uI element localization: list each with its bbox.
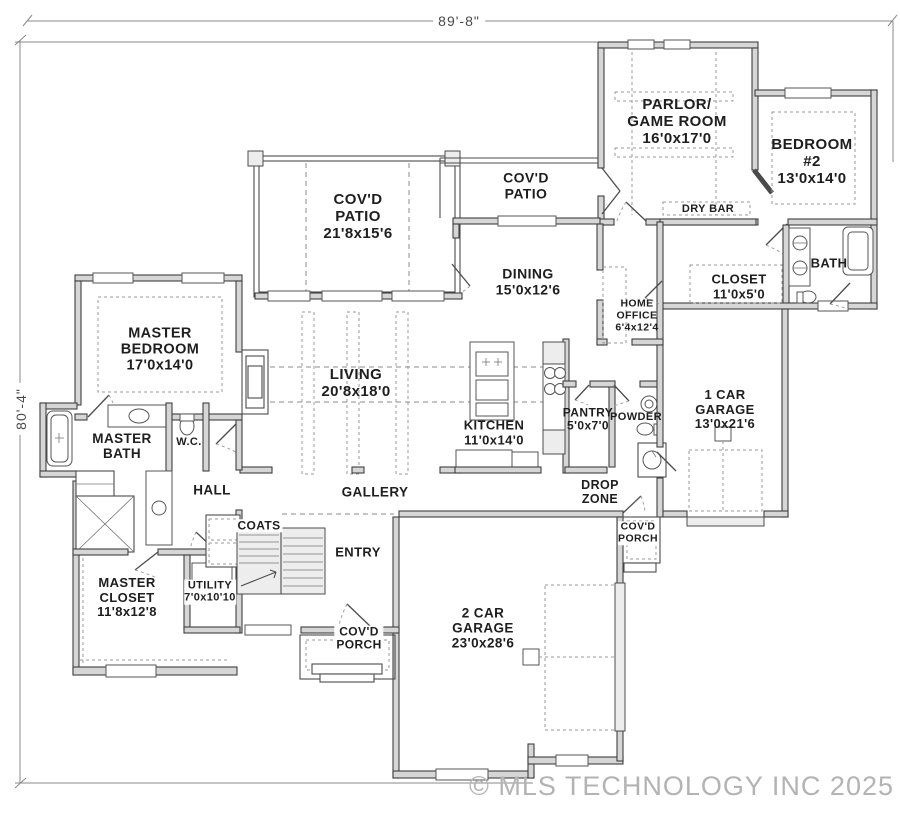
- room-label-bedroom-2: BEDROOM #2 13'0x14'0: [771, 135, 853, 187]
- room-label-covd-porch-front: COV'D PORCH: [334, 624, 384, 653]
- room-label-powder: POWDER: [610, 410, 662, 423]
- entry-walls: [244, 516, 400, 779]
- pantry-powder-walls: [562, 380, 663, 468]
- room-label-bath-2: BATH: [810, 255, 848, 271]
- room-label-living: LIVING 20'8x18'0: [321, 366, 391, 400]
- copyright-watermark: © MLS TECHNOLOGY INC 2025: [468, 771, 894, 801]
- room-label-utility: UTILITY 7'0x10'10: [184, 579, 236, 605]
- one-car-garage-walls: [656, 308, 789, 527]
- master-bath-walls: [39, 402, 243, 674]
- covd-patio-small-outline: [439, 157, 598, 218]
- room-label-home-office: HOME OFFICE 6'4x12'4: [615, 297, 659, 333]
- kitchen-fixtures: [454, 338, 608, 474]
- room-label-two-car-garage: 2 CAR GARAGE 23'0x28'6: [451, 605, 515, 651]
- room-label-coats: COATS: [235, 518, 283, 533]
- room-label-gallery: GALLERY: [341, 484, 409, 500]
- room-label-parlor-game-room: PARLOR/ GAME ROOM 16'0x17'0: [627, 95, 727, 147]
- room-label-dining: DINING 15'0x12'6: [495, 265, 561, 297]
- two-car-garage-walls: [392, 510, 626, 781]
- room-label-entry: ENTRY: [335, 544, 381, 560]
- overall-width-dimension: 89'-8": [433, 13, 485, 29]
- room-label-drop-zone: DROP ZONE: [581, 478, 619, 506]
- room-label-pantry: PANTRY 5'0x7'0: [562, 405, 614, 433]
- room-label-one-car-garage: 1 CAR GARAGE 13'0x21'6: [694, 387, 756, 432]
- room-label-covd-porch-right: COV'D PORCH: [618, 520, 658, 545]
- room-label-master-bedroom: MASTER BEDROOM 17'0x14'0: [120, 325, 200, 375]
- room-label-master-closet: MASTER CLOSET 11'8x12'8: [97, 575, 157, 620]
- closet-bath-walls: [659, 224, 878, 312]
- dry-bar-cabinet: [662, 201, 751, 216]
- room-label-master-bath: MASTER BATH: [92, 430, 152, 461]
- fireplace: [241, 349, 269, 415]
- room-label-hall: HALL: [193, 482, 231, 498]
- room-label-covd-patio-small: COV'D PATIO: [503, 169, 549, 201]
- drop-zone-fixtures: [282, 442, 677, 515]
- room-label-dry-bar: DRY BAR: [681, 202, 735, 215]
- room-label-kitchen: KITCHEN 11'0x14'0: [463, 417, 525, 447]
- room-label-covd-patio-large: COV'D PATIO 21'8x15'6: [323, 190, 393, 242]
- dining-walls: [451, 215, 604, 346]
- room-label-closet-bedroom2: CLOSET 11'0x5'0: [711, 271, 767, 301]
- overall-height-dimension: 80'-4": [13, 383, 29, 435]
- room-label-wc: W.C.: [176, 435, 202, 448]
